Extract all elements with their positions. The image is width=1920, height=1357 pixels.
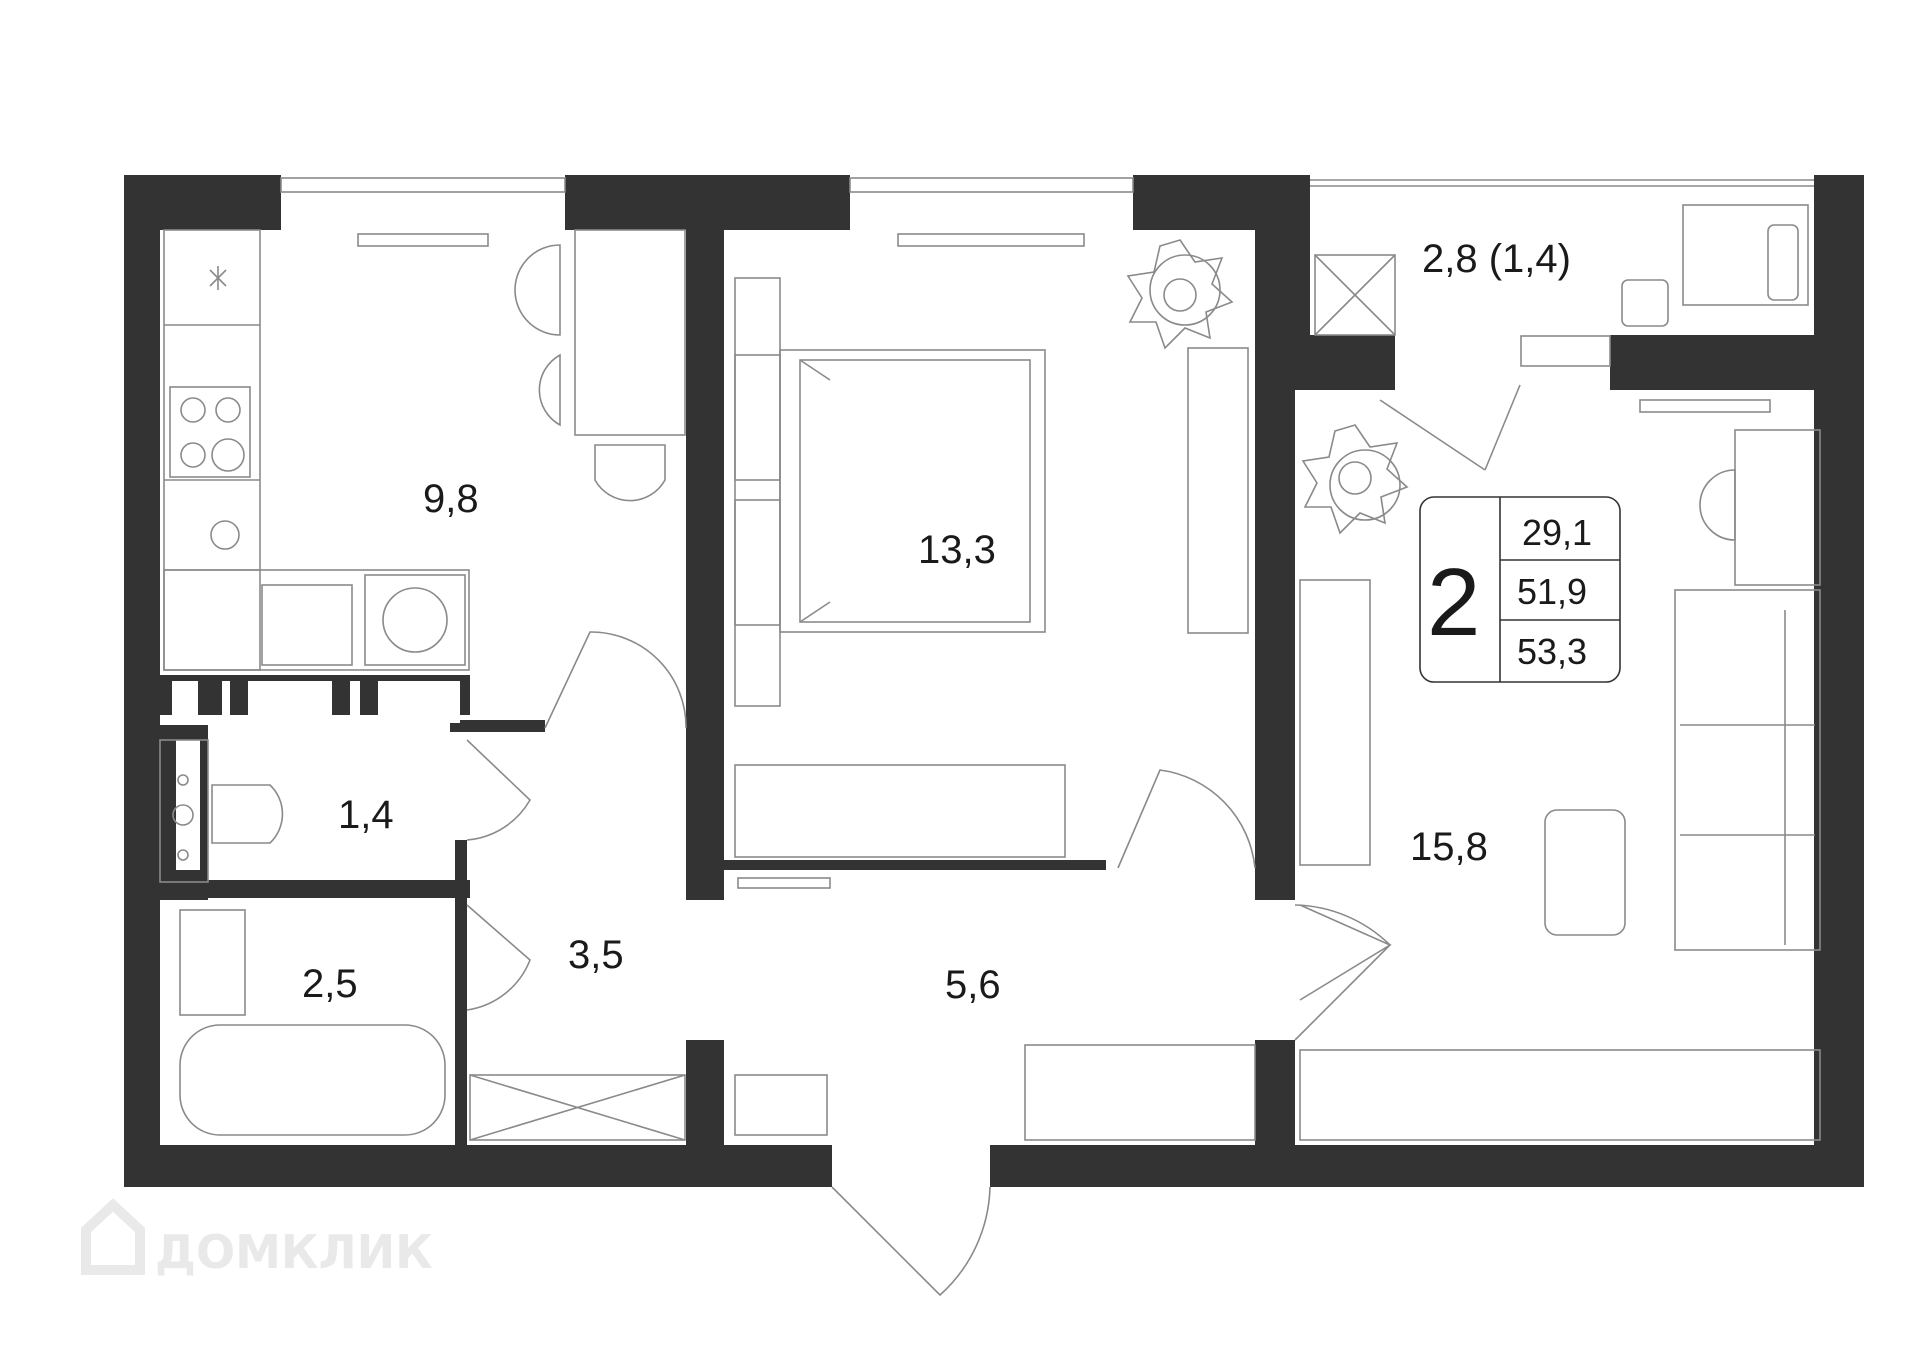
total-area-value: 51,9 bbox=[1517, 571, 1587, 612]
room-area-bath: 2,5 bbox=[302, 962, 358, 1006]
room-count: 2 bbox=[1427, 549, 1480, 656]
living-area-value: 29,1 bbox=[1522, 512, 1592, 553]
room-area-hall-center: 5,6 bbox=[945, 963, 1001, 1007]
radiators bbox=[357, 233, 1771, 889]
plant-icon bbox=[1126, 239, 1234, 350]
plant-icon bbox=[1301, 424, 1409, 535]
watermark: ДОМКЛИК bbox=[81, 1198, 433, 1279]
partition-openings bbox=[172, 681, 460, 870]
room-area-wc: 1,4 bbox=[338, 793, 394, 837]
house-logo-icon bbox=[81, 1198, 145, 1275]
bedroom-furniture bbox=[734, 254, 1249, 858]
room-area-balcony: 2,8 (1,4) bbox=[1422, 237, 1571, 281]
watermark-text: ДОМКЛИК bbox=[155, 1225, 433, 1279]
balcony-furniture bbox=[1314, 204, 1809, 336]
area-summary-badge: 2 29,1 51,9 53,3 bbox=[1419, 496, 1621, 683]
doors bbox=[466, 631, 1392, 1297]
room-area-bedroom: 13,3 bbox=[918, 528, 996, 572]
living-furniture bbox=[1024, 384, 1821, 1141]
room-area-living: 15,8 bbox=[1410, 825, 1488, 869]
windows bbox=[280, 177, 1814, 367]
room-area-kitchen: 9,8 bbox=[423, 477, 479, 521]
room-labels: 9,8 13,3 2,8 (1,4) 15,8 1,4 2,5 3,5 5,6 bbox=[302, 237, 1571, 1007]
bath-fixtures bbox=[159, 739, 828, 1141]
room-area-hall-left: 3,5 bbox=[568, 933, 624, 977]
kitchen-furniture bbox=[163, 229, 686, 671]
total-with-balcony-value: 53,3 bbox=[1517, 631, 1587, 672]
